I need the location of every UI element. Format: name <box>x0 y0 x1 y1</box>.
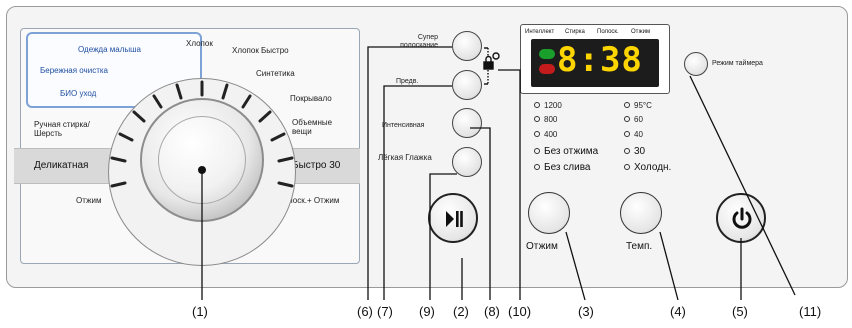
time-readout: 8:38 <box>557 40 643 80</box>
super-rinse-label: Супер полоскание <box>400 34 438 49</box>
spin-button-label: Отжим <box>526 241 558 252</box>
prewash-label: Предв. <box>396 78 419 85</box>
temp-option-30: 30 <box>624 147 645 157</box>
temp-option-cold: Холодн. <box>624 163 671 173</box>
callout-11: (11) <box>799 304 822 319</box>
callout-6: (6) <box>357 304 373 319</box>
program-label-blanket: Покрывало <box>290 94 332 103</box>
program-label-rinse-spin: Полоск.+ Отжим <box>278 196 340 205</box>
spin-option-no-drain: Без слива <box>534 163 590 173</box>
lcd-screen: 8:38 <box>531 39 659 87</box>
callout-8: (8) <box>484 304 500 319</box>
program-label-hand-wool: Ручная стирка/ Шерсть <box>34 120 90 139</box>
temp-option-60: 60 <box>624 116 643 124</box>
timer-mode-label: Режим таймера <box>712 60 763 67</box>
program-label-mixed-fabrics: Объемные вещи <box>292 118 333 137</box>
power-icon <box>732 207 752 229</box>
program-label-cotton-fast: Хлопок Быстро <box>232 46 289 55</box>
super-rinse-button[interactable] <box>452 31 482 61</box>
spin-option-no-spin: Без отжима <box>534 147 598 157</box>
status-indicator-red <box>539 64 555 74</box>
display-tab-rinse: Полоск. <box>597 29 619 35</box>
spin-option-1200: 1200 <box>534 102 562 110</box>
callout-10: (10) <box>508 304 532 319</box>
easy-iron-button[interactable] <box>452 147 482 177</box>
callout-4: (4) <box>670 304 686 319</box>
callout-9: (9) <box>419 304 435 319</box>
callout-2: (2) <box>453 304 469 319</box>
callout-1: (1) <box>192 304 208 319</box>
intensive-button[interactable] <box>452 108 482 138</box>
program-label-spin: Отжим <box>76 196 102 205</box>
start-pause-button[interactable] <box>428 193 478 243</box>
program-label-bio-care: БИО уход <box>60 89 97 98</box>
timer-mode-button[interactable] <box>684 52 708 76</box>
spin-option-400: 400 <box>534 131 557 139</box>
intensive-label: Интенсивная <box>382 122 425 129</box>
program-label-baby-clothes: Одежда малыша <box>78 45 141 54</box>
program-label-gentle-wash: Бережная очистка <box>40 66 108 75</box>
temp-option-95: 95°C <box>624 102 652 110</box>
temp-button-label: Темп. <box>626 241 653 252</box>
display-tab-intellect: Интеллект <box>525 29 555 35</box>
display-panel: Интеллект Стирка Полоск. Отжим 8:38 <box>520 24 670 94</box>
program-label-quick30: Быстро 30 <box>292 160 341 171</box>
prewash-button[interactable] <box>452 70 482 100</box>
play-pause-icon <box>446 211 463 227</box>
spin-option-800: 800 <box>534 116 557 124</box>
display-tab-spin: Отжим <box>631 29 651 35</box>
temp-button[interactable] <box>620 192 662 234</box>
program-label-synthetics: Синтетика <box>256 69 295 78</box>
callout-5: (5) <box>732 304 748 319</box>
spin-button[interactable] <box>528 192 570 234</box>
temp-option-40: 40 <box>624 131 643 139</box>
callout-7: (7) <box>377 304 393 319</box>
program-label-cotton: Хлопок <box>186 39 213 48</box>
display-tab-wash: Стирка <box>565 29 585 35</box>
status-indicator-green <box>539 49 555 59</box>
callout-3: (3) <box>578 304 594 319</box>
easy-iron-label: Лёгкая Глажка <box>378 153 432 162</box>
program-label-delicate: Деликатная <box>34 160 89 171</box>
